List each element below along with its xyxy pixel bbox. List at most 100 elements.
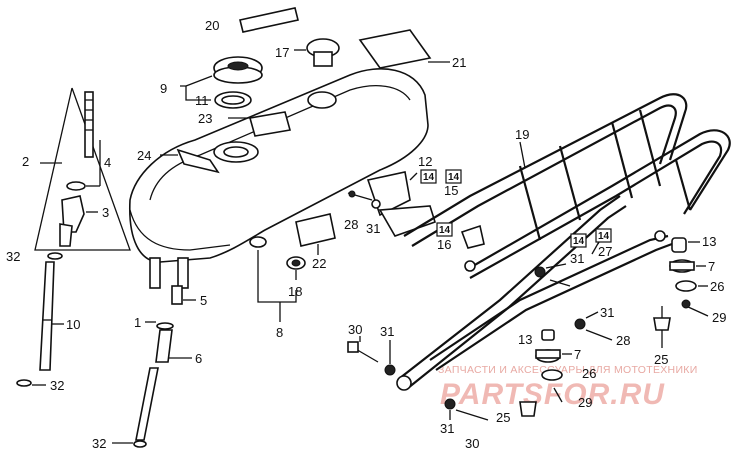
hose-clip [47, 252, 63, 260]
upper-rail [403, 93, 688, 237]
callout-32: 32 [92, 436, 106, 451]
boxed-14: 14 [595, 228, 612, 243]
callout-32: 32 [6, 249, 20, 264]
hose-clip [133, 440, 147, 448]
callout-2: 2 [22, 154, 29, 169]
callout-19: 19 [515, 127, 529, 142]
hose-clip [16, 379, 32, 387]
washer-26 [675, 280, 697, 292]
boxed-labels: 14 14 14 14 14 [420, 169, 612, 248]
frame-end-eye [396, 375, 412, 391]
boxed-14: 14 [570, 233, 587, 248]
svg-text:14: 14 [423, 172, 435, 183]
washer-26 [541, 369, 563, 381]
callout-29: 29 [712, 310, 726, 325]
callout-28: 28 [344, 217, 358, 232]
callout-3: 3 [102, 205, 109, 220]
nut-31 [534, 266, 546, 278]
callout-11: 11 [195, 93, 209, 108]
tank-lower-tube [177, 257, 189, 289]
callout-13: 13 [702, 234, 716, 249]
callout-8: 8 [276, 325, 283, 340]
callout-7: 7 [708, 259, 715, 274]
bolt-27 [549, 279, 571, 287]
leader-8 [257, 250, 297, 303]
hose-6 [155, 329, 173, 363]
svg-text:14: 14 [573, 236, 585, 247]
tank-mount-bracket [347, 171, 485, 249]
tank-side-boss [249, 236, 267, 248]
callout-29: 29 [578, 395, 592, 410]
fuel-tank-body [129, 68, 429, 263]
bolt-30 [455, 409, 489, 421]
callout-26: 26 [710, 279, 724, 294]
boxed-14: 14 [436, 222, 453, 237]
long-hose [135, 367, 159, 441]
nut-31 [444, 398, 456, 410]
callout-31: 31 [600, 305, 614, 320]
bracket-15 [378, 205, 436, 237]
watermark-tagline: ЗАПЧАСТИ И АКСЕССУАРЫ ДЛЯ МОТОТЕХНИКИ [438, 364, 698, 376]
decal-20 [239, 7, 299, 33]
pad-22 [295, 213, 336, 247]
pad-24 [176, 148, 220, 174]
callout-22: 22 [312, 256, 326, 271]
callout-27: 27 [598, 244, 612, 259]
callout-5: 5 [200, 293, 207, 308]
watermark: ЗАПЧАСТИ И АКСЕССУАРЫ ДЛЯ МОТОТЕХНИКИ PA… [438, 364, 698, 411]
fuel-hose [39, 261, 55, 371]
callout-30: 30 [465, 436, 479, 451]
rubber-13 [541, 329, 555, 341]
callout-1: 1 [134, 315, 141, 330]
fuel-cock-outlet [59, 223, 73, 247]
joint-5 [171, 285, 183, 305]
callout-21: 21 [452, 55, 466, 70]
callout-28: 28 [616, 333, 630, 348]
callout-10: 10 [66, 317, 80, 332]
callout-30: 30 [348, 322, 362, 337]
callout-24: 24 [137, 148, 151, 163]
tank-small-parts [160, 7, 450, 322]
o-ring [66, 181, 86, 191]
callout-6: 6 [195, 351, 202, 366]
callout-15: 15 [444, 183, 458, 198]
callout-31: 31 [440, 421, 454, 436]
strainer-tube [84, 91, 94, 158]
right-hardware [347, 237, 709, 421]
rear-carrier-frame [396, 93, 731, 391]
pad-23 [248, 111, 292, 137]
boxed-14: 14 [445, 169, 462, 184]
svg-text:14: 14 [598, 231, 610, 242]
svg-text:14: 14 [439, 225, 451, 236]
stud-25 [653, 317, 671, 331]
clamp-16 [460, 224, 485, 249]
stud-25 [519, 401, 537, 417]
lower-stay [399, 195, 621, 379]
nut-31 [384, 364, 396, 376]
callout-23: 23 [198, 111, 212, 126]
fuel-cock-group [16, 87, 131, 387]
tank-cap-boss [307, 91, 337, 109]
rubber-13 [671, 237, 687, 253]
fuel-line-fittings [112, 285, 196, 448]
boxed-14: 14 [420, 169, 437, 184]
callout-20: 20 [205, 18, 219, 33]
nut-31 [574, 318, 586, 330]
bolt-28 [585, 329, 613, 341]
group-bracket-2 [34, 87, 131, 251]
callout-16: 16 [437, 237, 451, 252]
callout-13: 13 [518, 332, 532, 347]
callout-7: 7 [574, 347, 581, 362]
fuel-tank [129, 68, 429, 289]
inner-rail [465, 129, 731, 271]
callout-31: 31 [570, 251, 584, 266]
callout-12: 12 [418, 154, 432, 169]
callout-31: 31 [366, 221, 380, 236]
clip-1 [156, 322, 174, 330]
watermark-brand: PARTSFOR.RU [440, 378, 665, 411]
callout-4: 4 [104, 155, 111, 170]
callout-labels: 20 17 21 9 11 23 24 2 4 3 32 10 32 32 5 … [6, 18, 726, 451]
decal-21 [358, 29, 432, 69]
callout-9: 9 [160, 81, 167, 96]
